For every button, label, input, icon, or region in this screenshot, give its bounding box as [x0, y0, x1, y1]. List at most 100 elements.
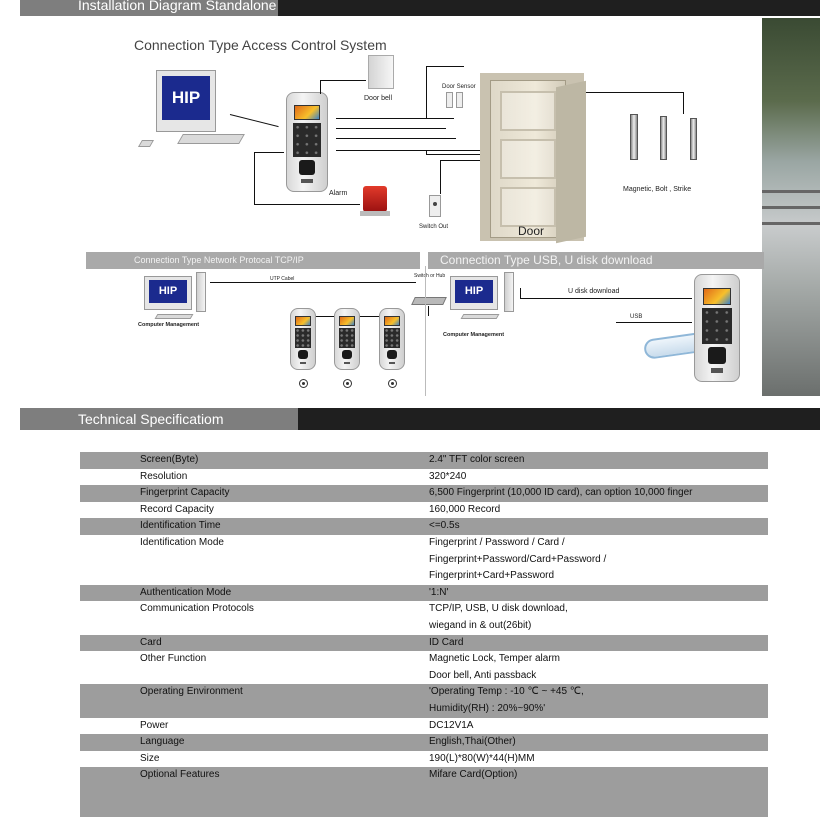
door-icon	[490, 80, 566, 238]
usb-computer-icon: HIP	[450, 276, 498, 310]
switch-hub-icon	[411, 297, 447, 305]
spec-key: Size	[140, 752, 160, 764]
installation-header-band: Installation Diagram Standalone	[20, 0, 820, 16]
background-photo	[762, 18, 820, 396]
door-label: Door	[518, 224, 545, 238]
door-bell-icon	[368, 55, 394, 89]
network-reader-2	[334, 308, 360, 370]
reader-1-marker-icon	[299, 379, 308, 388]
door-sensor-icon-2	[456, 92, 463, 108]
spec-value: Mifare Card(Option)	[429, 769, 518, 781]
spec-key: Resolution	[140, 470, 188, 482]
spec-value: Door bell, Anti passback	[429, 669, 537, 681]
usb-monitor-logo: HIP	[464, 285, 484, 298]
computer-monitor: HIP	[156, 70, 216, 132]
spec-key: Communication Protocols	[140, 603, 254, 615]
spec-key: Card	[140, 636, 162, 648]
spec-row: Communication Protocols TCP/IP, USB, U di…	[80, 601, 768, 635]
network-tower-icon	[196, 272, 206, 312]
spec-value: DC12V1A	[429, 719, 474, 731]
door-bell-label: Door bell	[364, 95, 393, 102]
spec-value: 190(L)*80(W)*44(H)MM	[429, 752, 535, 764]
network-computer-icon: HIP	[144, 276, 192, 310]
door-sensor-label: Door Sensor	[442, 84, 476, 90]
usb-keyboard	[460, 314, 500, 319]
usb-computer-label: Computer Management	[443, 332, 505, 338]
spec-value: ID Card	[429, 636, 464, 648]
installation-diagram: Connection Type Access Control System HI…	[80, 18, 820, 396]
spec-row: Resolution 320*240	[80, 468, 768, 486]
spec-key: Other Function	[140, 653, 207, 665]
monitor-logo: HIP	[171, 88, 201, 107]
spec-row: Record Capacity 160,000 Record	[80, 501, 768, 519]
spec-value: 6,500 Fingerprint (10,000 ID card), can …	[429, 487, 693, 499]
spec-key: Identification Time	[140, 520, 221, 532]
spec-value: Fingerprint+Card+Password	[429, 570, 555, 582]
network-monitor-logo: HIP	[158, 285, 178, 298]
usb-section-title: Connection Type USB, U disk download	[428, 252, 764, 269]
spec-value: wiegand in & out(26bit)	[429, 619, 532, 631]
usb-reader	[694, 274, 740, 382]
alarm-label: Alarm	[329, 190, 348, 197]
spec-key: Language	[140, 736, 185, 748]
spec-row: Identification Time <=0.5s	[80, 518, 768, 535]
spec-value: 2.4" TFT color screen	[429, 454, 525, 465]
bolt-lock-icon	[660, 116, 667, 160]
udisk-download-label: U disk download	[568, 288, 620, 295]
strike-lock-icon	[690, 118, 697, 160]
spec-value: Humidity(RH) : 20%~90%'	[429, 702, 546, 714]
mouse	[137, 140, 155, 147]
spec-key: Identification Mode	[140, 536, 224, 548]
spec-key: Optional Features	[140, 769, 220, 781]
spec-key: Power	[140, 719, 169, 731]
reader-2-marker-icon	[343, 379, 352, 388]
spec-row: Language English,Thai(Other)	[80, 734, 768, 751]
spec-value: Fingerprint / Password / Card /	[429, 536, 565, 548]
spec-value: Fingerprint+Password/Card+Password /	[429, 553, 607, 565]
network-computer-label: Computer Management	[138, 322, 200, 328]
usb-label: USB	[630, 314, 643, 320]
network-section-title: Connection Type Network Protocal TCP/IP	[86, 252, 420, 269]
spec-key: Authentication Mode	[140, 586, 232, 598]
spec-value: English,Thai(Other)	[429, 736, 516, 748]
diagram-title: Connection Type Access Control System	[134, 37, 387, 53]
spec-row: Fingerprint Capacity 6,500 Fingerprint (1…	[80, 485, 768, 502]
spec-value: 320*240	[429, 470, 467, 482]
network-keyboard	[154, 314, 194, 319]
spec-row: Identification Mode Fingerprint / Passwor…	[80, 534, 768, 585]
switch-out-label: Switch Out	[419, 224, 449, 230]
magnetic-lock-icon	[630, 114, 638, 160]
spec-row: Authentication Mode '1:N'	[80, 584, 768, 602]
reader-3-marker-icon	[388, 379, 397, 388]
spec-row: Size 190(L)*80(W)*44(H)MM	[80, 750, 768, 768]
utp-cable-label: UTP Cabel	[270, 276, 295, 282]
spec-value: TCP/IP, USB, U disk download,	[429, 603, 568, 615]
fingerprint-reader-main	[286, 92, 328, 192]
alarm-icon	[360, 186, 390, 216]
spec-row: Power DC12V1A	[80, 717, 768, 735]
spec-value: 160,000 Record	[429, 503, 501, 515]
tech-spec-header-band: Technical Specificatiom	[20, 408, 820, 430]
keyboard	[177, 134, 245, 144]
spec-row: Card ID Card	[80, 634, 768, 652]
door-sensor-icon	[446, 92, 453, 108]
usb-tower-icon	[504, 272, 514, 312]
spec-key: Record Capacity	[140, 503, 214, 515]
spec-key: Fingerprint Capacity	[140, 487, 230, 499]
switch-out-icon	[429, 195, 441, 217]
switch-hub-label: Switch or Hub	[414, 273, 446, 279]
spec-value: <=0.5s	[429, 520, 460, 532]
spec-row: Operating Environment 'Operating Temp : -…	[80, 684, 768, 718]
network-reader-3	[379, 308, 405, 370]
door-edge	[556, 80, 586, 244]
tech-spec-title: Technical Specificatiom	[78, 411, 224, 427]
spec-key: Operating Environment	[140, 686, 243, 698]
spec-value: 'Operating Temp : -10 ℃ ~ +45 ℃,	[429, 686, 584, 698]
network-reader-1	[290, 308, 316, 370]
spec-value: '1:N'	[429, 586, 449, 598]
installation-title: Installation Diagram Standalone	[78, 0, 277, 13]
section-divider	[425, 266, 426, 396]
spec-row: Optional Features Mifare Card(Option)	[80, 767, 768, 818]
